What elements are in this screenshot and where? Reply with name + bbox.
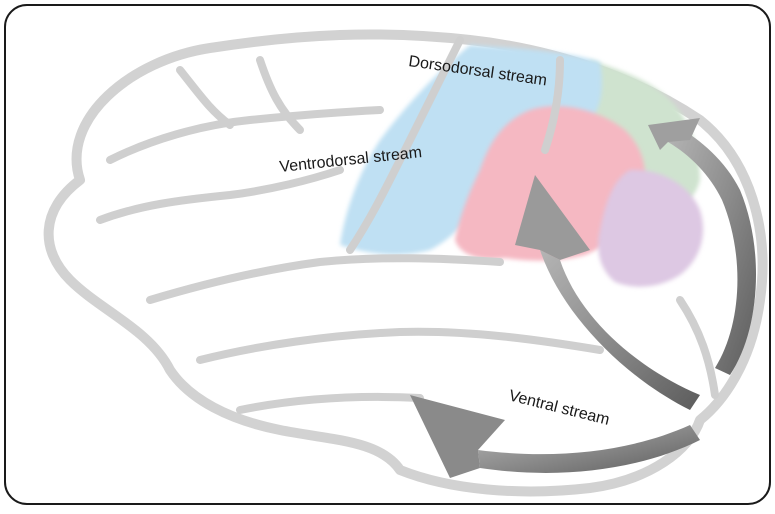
brain-diagram-figure: Dorsodorsal stream Ventrodorsal stream V…	[0, 0, 775, 509]
brain-diagram-svg: Dorsodorsal stream Ventrodorsal stream V…	[0, 0, 775, 509]
